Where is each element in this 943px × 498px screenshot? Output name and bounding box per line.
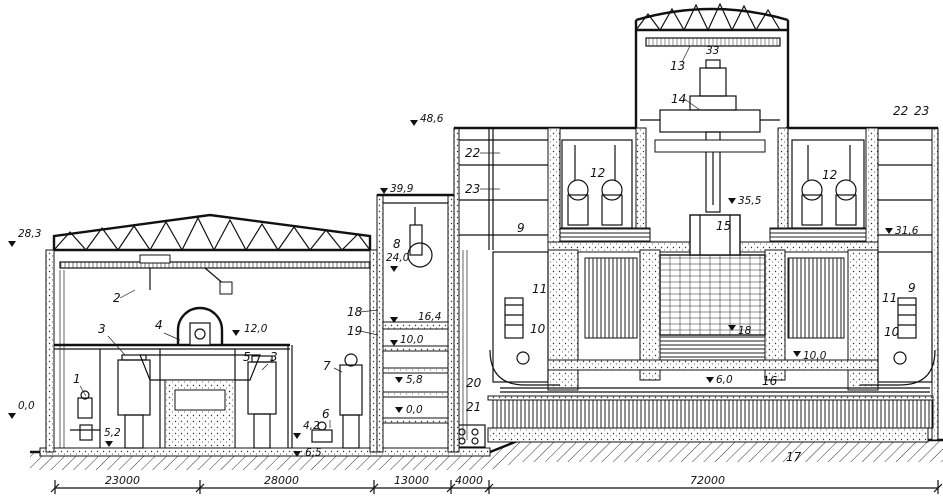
elev-0-0-left: 0,0 xyxy=(18,400,35,412)
label-3b: 3 xyxy=(270,350,278,364)
label-20: 20 xyxy=(466,376,482,390)
dimension-line: 23000 28000 13000 4000 72000 xyxy=(50,474,943,494)
label-9b: 9 xyxy=(908,281,916,295)
elev-10-0-right: 10,0 xyxy=(803,350,827,362)
elev-35-5: 35,5 xyxy=(738,195,762,207)
label-17: 17 xyxy=(786,450,802,464)
dim-28000: 28000 xyxy=(264,474,299,487)
elev-6-0: 6,0 xyxy=(716,374,733,386)
dim-4000: 4000 xyxy=(455,474,483,487)
elev-31-6: 31,6 xyxy=(895,225,919,237)
label-10b: 10 xyxy=(884,325,900,339)
elev-18: 18 xyxy=(738,325,752,337)
component-labels: 1 2 3 3 4 5 6 7 8 9 9 10 10 11 11 12 12 … xyxy=(73,45,929,464)
elev-16-4: 16,4 xyxy=(418,311,441,323)
elev-5-8: 5,8 xyxy=(406,374,423,386)
label-22a: 22 xyxy=(465,146,480,160)
label-12b: 12 xyxy=(822,168,837,182)
label-21: 21 xyxy=(466,400,481,414)
label-15: 15 xyxy=(716,219,731,233)
label-7: 7 xyxy=(323,359,331,373)
crane-mark: 33 xyxy=(706,45,719,57)
label-1: 1 xyxy=(73,372,81,386)
elevation-marks: 28,3 0,0 12,0 4,2 5,2 6,5 39,9 24,0 16,4… xyxy=(8,113,919,459)
elev-12-0: 12,0 xyxy=(244,323,268,335)
label-9a: 9 xyxy=(517,221,525,235)
elev-0-0-mid: 0,0 xyxy=(406,404,423,416)
dim-72000: 72000 xyxy=(690,474,725,487)
label-23a: 23 xyxy=(465,182,480,196)
label-5: 5 xyxy=(243,350,251,364)
elev-6-5: 6,5 xyxy=(305,447,322,459)
label-3a: 3 xyxy=(98,322,106,336)
label-11b: 11 xyxy=(882,291,897,305)
label-10a: 10 xyxy=(530,322,546,336)
elev-10-0-mid: 10,0 xyxy=(400,334,424,346)
label-13: 13 xyxy=(670,59,685,73)
label-19: 19 xyxy=(347,324,362,338)
elev-48-6: 48,6 xyxy=(420,113,444,125)
label-14: 14 xyxy=(671,92,686,106)
label-23b: 23 xyxy=(914,104,929,118)
label-11a: 11 xyxy=(532,282,547,296)
dim-23000: 23000 xyxy=(105,474,140,487)
elev-24-0: 24,0 xyxy=(386,252,410,264)
label-22b: 22 xyxy=(893,104,908,118)
label-8: 8 xyxy=(393,237,401,251)
elev-4-2: 4,2 xyxy=(303,420,320,432)
elev-39-9: 39,9 xyxy=(390,183,414,195)
elev-5-2: 5,2 xyxy=(104,427,121,439)
label-18: 18 xyxy=(347,305,363,319)
label-2: 2 xyxy=(113,291,121,305)
label-4: 4 xyxy=(155,318,163,332)
dim-13000: 13000 xyxy=(394,474,429,487)
elev-28-3: 28,3 xyxy=(18,228,41,240)
reactor-building xyxy=(453,2,939,453)
label-12a: 12 xyxy=(590,166,605,180)
label-16: 16 xyxy=(762,374,778,388)
label-6: 6 xyxy=(322,407,330,421)
